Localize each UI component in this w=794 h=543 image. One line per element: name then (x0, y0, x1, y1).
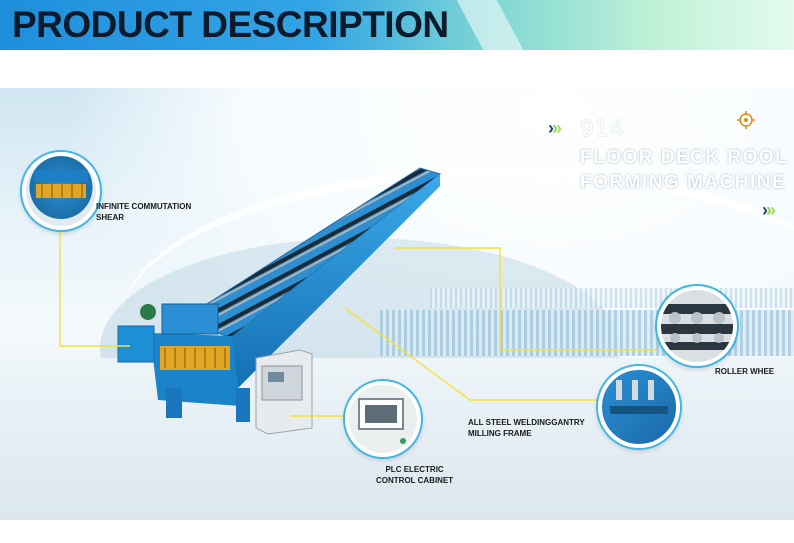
label-frame-line1: ALL STEEL WELDINGGANTRY (468, 418, 585, 427)
roll-forming-machine-illustration (59, 167, 656, 435)
detail-circle-plc (345, 381, 421, 457)
hydraulic-motor (140, 304, 156, 320)
page-title: PRODUCT DESCRIPTION (12, 4, 449, 45)
product-name-line1: FLOOR DECK ROOL (580, 147, 789, 168)
hydraulic-station (117, 325, 155, 363)
product-model: 914 (580, 117, 625, 142)
header-banner: PRODUCT DESCRIPTION (0, 0, 794, 50)
detail-circle-roller (657, 286, 737, 366)
machine-leg (236, 388, 250, 422)
shear-detail-image (34, 170, 88, 198)
label-roller: ROLLER WHEE (715, 366, 774, 377)
crosshair-icon (737, 111, 755, 129)
label-plc: PLC ELECTRIC CONTROL CABINET (376, 464, 453, 486)
label-roller-line1: ROLLER WHEE (715, 367, 775, 376)
background-arc-line (120, 168, 794, 478)
callout-line-frame (344, 307, 600, 401)
product-name-line2: FORMING MACHINE (580, 172, 787, 193)
header-background (0, 0, 794, 50)
plc-panel (261, 365, 303, 401)
callout-line-shear (59, 212, 130, 347)
label-shear-line2: SHEAR (96, 213, 125, 222)
chevron-right-icon: »» (548, 118, 562, 138)
machine-frame-side (230, 174, 440, 388)
machine-leg (166, 388, 182, 418)
callout-line-roller (395, 247, 656, 351)
frame-detail-image (610, 380, 668, 414)
plc-screen (268, 372, 284, 382)
label-frame: ALL STEEL WELDINGGANTRY MILLING FRAME (468, 417, 585, 439)
label-frame-line2: MILLING FRAME (468, 429, 532, 438)
product-scene (0, 88, 794, 520)
label-plc-line1: PLC ELECTRIC (385, 465, 444, 474)
label-plc-line2: CONTROL CABINET (376, 476, 454, 485)
cutter-unit (161, 303, 219, 335)
roller-detail-image (661, 304, 733, 350)
detail-circle-shear (22, 152, 100, 230)
label-shear-line1: INFINITE COMMUTATION (96, 202, 192, 211)
plc-detail-image (358, 398, 406, 444)
detail-circle-frame (598, 366, 680, 448)
label-shear: INFINITE COMMUTATION SHEAR (96, 201, 191, 223)
chevron-right-icon: »» (762, 200, 776, 220)
